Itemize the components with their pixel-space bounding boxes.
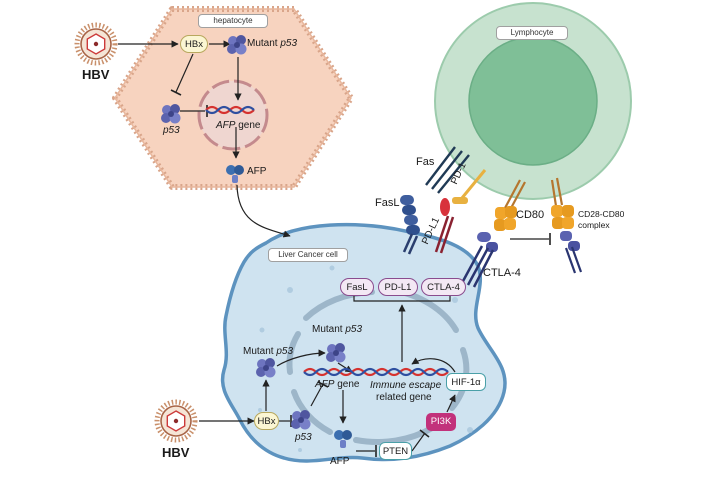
- dna-icon-bottom: [303, 367, 449, 377]
- p53-label-top: p53: [163, 125, 180, 136]
- cd28-cd80-complex-icon: [550, 177, 583, 274]
- liver-cancer-cell-label: Liver Cancer cell: [268, 248, 348, 262]
- mutant-p53-label-center: Mutant p53: [312, 324, 363, 335]
- afp-gene-label-top: AFP gene: [216, 120, 261, 131]
- p53-protein-icon-top: [161, 104, 181, 124]
- cd80-label: CD80: [516, 209, 545, 221]
- mutant-p53-label-left: Mutant p53: [243, 346, 294, 357]
- hepatocyte-nucleus: [197, 79, 269, 151]
- mutant-p53-protein-icon-center: [326, 343, 346, 363]
- fasl-ligand-icon: [400, 195, 420, 255]
- lymphocyte-nucleus: [468, 36, 598, 166]
- cd28-cd80-complex-label-line2: complex: [578, 220, 610, 230]
- ctla4-label: CTLA-4: [483, 267, 521, 279]
- mutant-p53-protein-icon-left: [256, 358, 276, 378]
- immune-escape-label: Immune escape: [370, 380, 442, 391]
- lymphocyte-label: Lymphocyte: [496, 26, 568, 40]
- cd28-cd80-complex-label-line1: CD28-CD80: [578, 209, 625, 219]
- pill-pdl1: PD-L1: [378, 278, 418, 296]
- hbx-pill-bottom: HBx: [254, 412, 279, 430]
- hif1a-pill: HIF-1α: [446, 373, 486, 391]
- cd80-receptor-icon: [494, 179, 526, 231]
- pill-fasl: FasL: [340, 278, 374, 296]
- mutant-p53-label-top: Mutant p53: [247, 38, 298, 49]
- p53-label-bottom: p53: [295, 432, 312, 443]
- virus-icon-top: [77, 25, 115, 63]
- hepatocyte-label: hepatocyte: [198, 14, 268, 28]
- mutant-p53-protein-icon-top: [227, 35, 247, 55]
- afp-label-top: AFP: [247, 166, 267, 177]
- fasl-label: FasL: [375, 197, 400, 209]
- pten-pill: PTEN: [379, 442, 412, 460]
- afp-gene-label-bottom: AFP gene: [315, 379, 360, 390]
- fas-receptor-icon: [425, 146, 470, 194]
- pdl1-ligand-icon: [434, 198, 455, 254]
- dna-icon-top: [205, 105, 255, 115]
- afp-label-bottom: AFP: [330, 456, 350, 467]
- hbx-pill-top: HBx: [180, 35, 208, 53]
- hbv-label-bottom: HBV: [162, 445, 190, 460]
- pi3k-pill: PI3K: [426, 413, 456, 431]
- virus-icon-bottom: [157, 402, 195, 440]
- pd1-receptor-icon: [452, 169, 487, 204]
- hbv-label-top: HBV: [82, 67, 110, 82]
- related-gene-label: related gene: [376, 392, 432, 403]
- pill-ctla4: CTLA-4: [421, 278, 466, 296]
- fas-label: Fas: [416, 156, 435, 168]
- p53-protein-icon-bottom: [291, 410, 311, 430]
- ctla4-receptor-icon: [460, 232, 498, 288]
